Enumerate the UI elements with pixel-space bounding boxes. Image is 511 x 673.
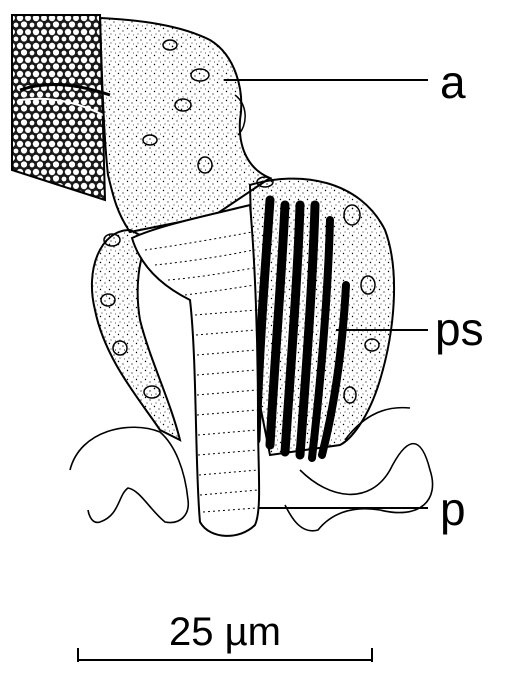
upper-body — [100, 18, 270, 232]
label-a: a — [440, 56, 466, 108]
scale-bar-label: 25 µm — [169, 610, 281, 654]
label-ps: ps — [435, 303, 484, 355]
scale-bar: 25 µm — [78, 610, 372, 662]
label-p: p — [440, 483, 466, 535]
